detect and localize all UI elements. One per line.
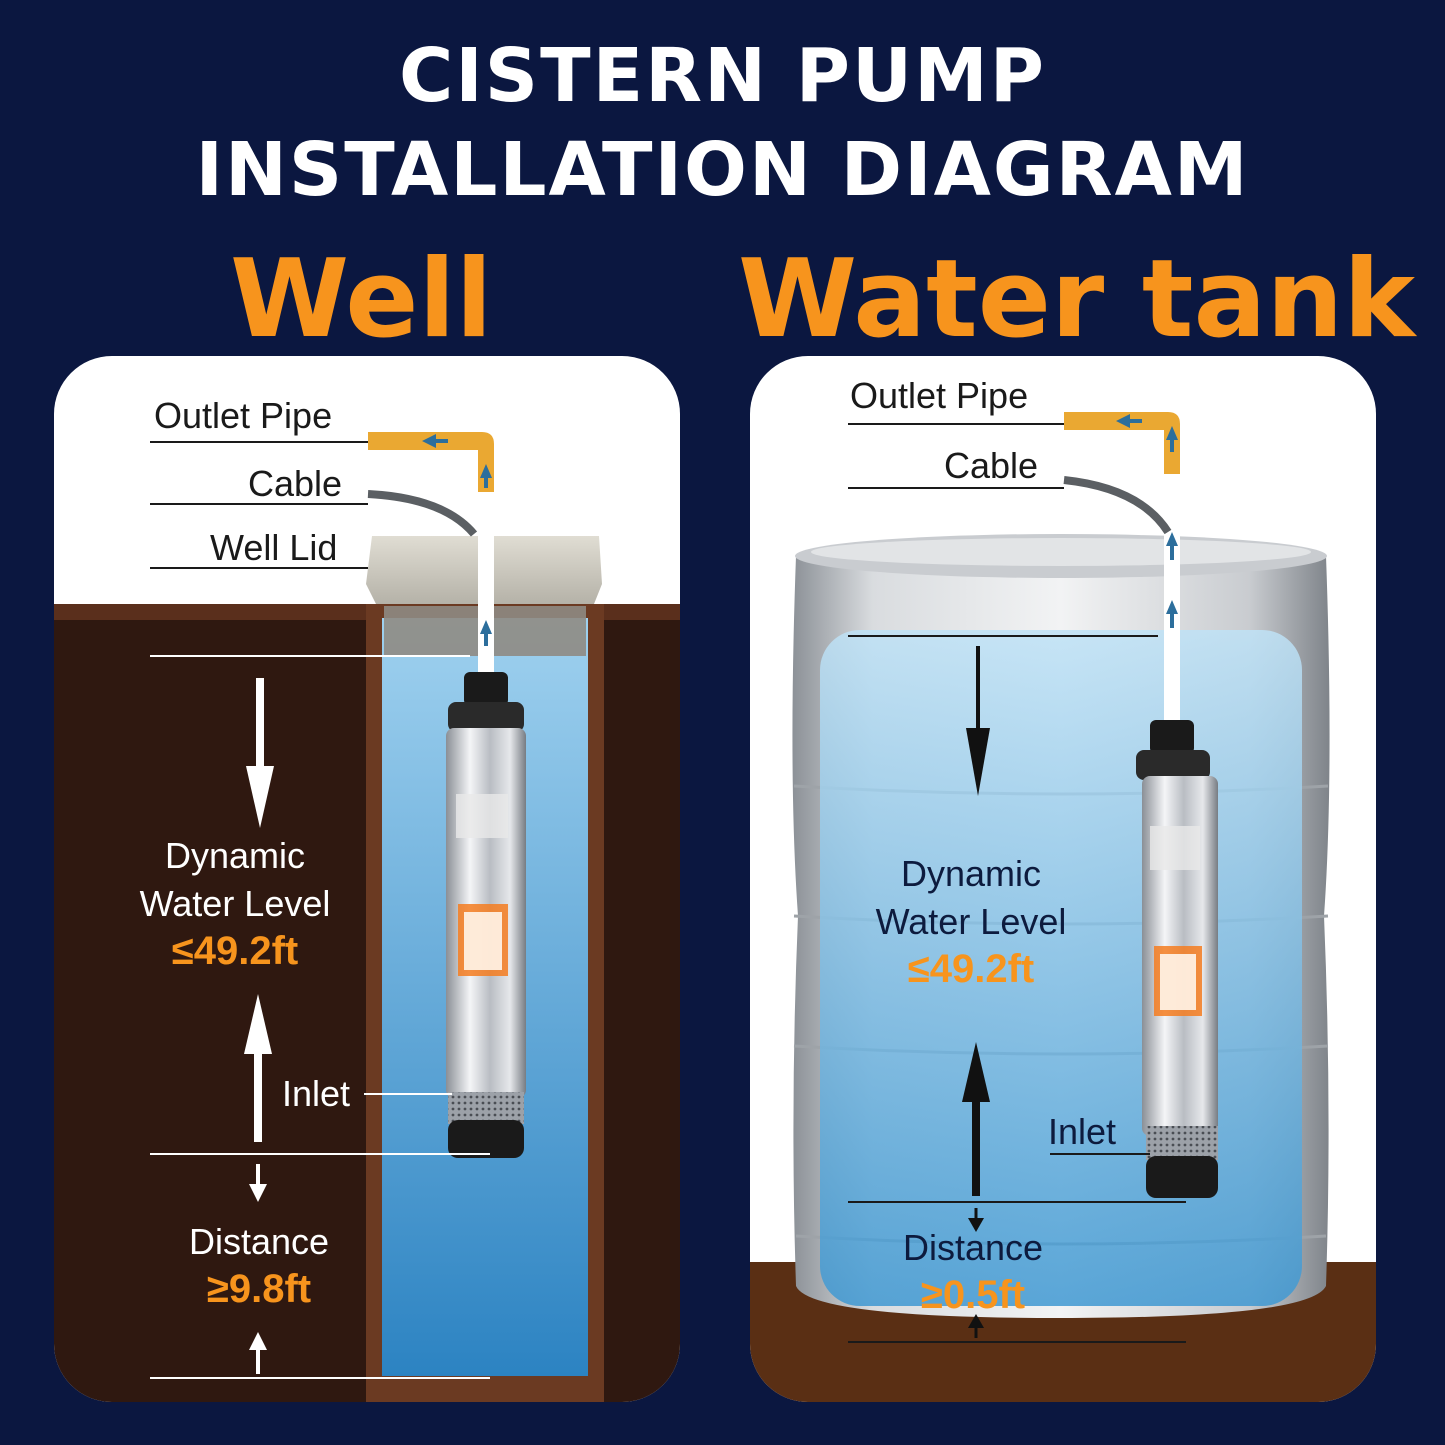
- water-tank-diagram-illustration: [750, 412, 1376, 1402]
- flow-arrow-icon: [422, 434, 492, 646]
- riser-pipe: [1164, 466, 1180, 728]
- outlet-pipe: [1064, 412, 1180, 474]
- tank-pump: [1136, 720, 1218, 1198]
- well-pump: [446, 672, 526, 1158]
- dimension-arrows: [244, 678, 274, 1374]
- dynamic-water-level-value: ≤49.2ft: [171, 929, 299, 973]
- distance-label: Distance: [902, 1227, 1044, 1268]
- cable: [367, 490, 478, 537]
- dimension-arrows: [962, 646, 990, 1338]
- water-tank-diagram-panel: Outlet Pipe Cable Dynamic Water Level ≤4…: [750, 356, 1376, 1402]
- dynamic-water-level-value: ≤49.2ft: [907, 947, 1035, 991]
- dynamic-water-level-label-2: Water Level: [139, 883, 331, 924]
- title-line-1: CISTERN PUMP: [398, 33, 1047, 119]
- water-tank-heading: Water tank: [738, 237, 1416, 362]
- well-heading: Well: [230, 237, 493, 362]
- distance-value: ≥9.8ft: [206, 1267, 312, 1311]
- distance-value: ≥0.5ft: [920, 1273, 1026, 1317]
- cable-label: Cable: [944, 445, 1039, 486]
- dynamic-water-level-label-2: Water Level: [875, 901, 1067, 942]
- flow-arrow-icon: [1116, 414, 1178, 628]
- title-line-2: INSTALLATION DIAGRAM: [195, 127, 1250, 213]
- well-diagram-panel: Outlet Pipe Cable Well Lid Dynamic Water…: [54, 356, 680, 1402]
- cable-label: Cable: [248, 463, 343, 504]
- dynamic-water-level-label-1: Dynamic: [164, 835, 306, 876]
- well-lid-label: Well Lid: [210, 527, 338, 568]
- outlet-pipe-label: Outlet Pipe: [850, 375, 1029, 416]
- cable: [1063, 476, 1172, 535]
- inlet-label: Inlet: [282, 1073, 351, 1114]
- inlet-label: Inlet: [1048, 1111, 1117, 1152]
- riser-pipe: [478, 506, 494, 676]
- distance-label: Distance: [188, 1221, 330, 1262]
- dynamic-water-level-label-1: Dynamic: [900, 853, 1042, 894]
- outlet-pipe: [368, 432, 494, 492]
- outlet-pipe-label: Outlet Pipe: [154, 395, 333, 436]
- well-diagram-illustration: [54, 432, 680, 1402]
